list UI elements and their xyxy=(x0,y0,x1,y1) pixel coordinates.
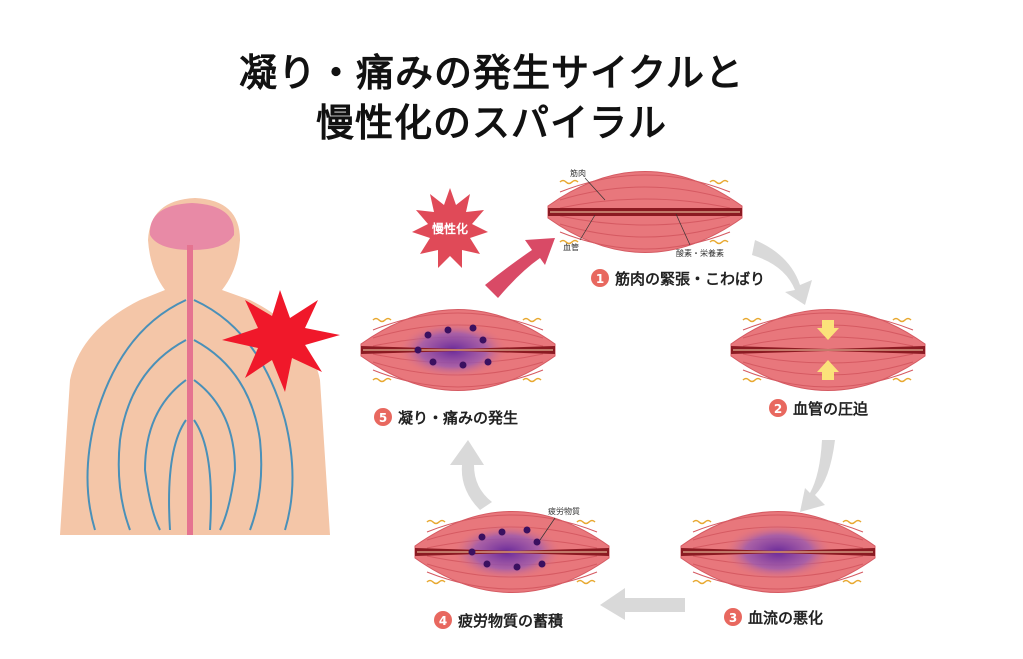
tension-mark xyxy=(576,519,596,525)
label-muscle: 筋肉 xyxy=(570,168,586,178)
step-label-5: 5 凝り・痛みの発生 xyxy=(374,408,518,427)
tension-mark xyxy=(522,377,542,383)
fatigue-particle xyxy=(484,358,492,366)
tension-mark xyxy=(522,317,542,323)
step-number: 4 xyxy=(439,614,447,628)
muscle-fiber xyxy=(692,514,864,533)
cycle-arrows xyxy=(450,240,835,620)
muscle-fiber xyxy=(559,174,731,193)
fatigue-particle xyxy=(429,358,437,366)
step-number-badge xyxy=(591,269,609,287)
muscle-step-4 xyxy=(414,511,610,593)
step-number: 3 xyxy=(729,611,737,625)
step-number-badge xyxy=(724,608,742,626)
label-oxygen: 酸素・栄養素 xyxy=(676,248,724,258)
arrow-3-4 xyxy=(600,588,685,620)
muscle-fiber xyxy=(559,198,731,209)
fatigue-particle xyxy=(523,526,531,534)
title-line-1: 凝り・痛みの発生サイクルと xyxy=(238,51,745,95)
nerves xyxy=(86,299,294,531)
fatigue-particle xyxy=(459,361,467,369)
arrow-1-2 xyxy=(752,240,812,305)
muscle-fiber xyxy=(372,312,544,331)
tension-mark xyxy=(742,317,762,323)
chronic-badge: 慢性化 xyxy=(412,188,488,268)
fatigue-particle xyxy=(538,560,546,568)
arrow-4-5 xyxy=(450,440,492,510)
tension-mark xyxy=(709,179,729,185)
step-text: 筋肉の緊張・こわばり xyxy=(614,270,765,288)
muscle-fiber xyxy=(426,571,598,590)
tension-mark xyxy=(372,377,392,383)
tension-mark xyxy=(842,579,862,585)
tension-mark xyxy=(559,179,579,185)
step-label-1: 1 筋肉の緊張・こわばり xyxy=(591,269,765,288)
fatigue-particle xyxy=(533,538,541,546)
label-vessel: 血管 xyxy=(563,242,579,252)
muscle-step-3 xyxy=(680,511,876,593)
fatigue-particle xyxy=(498,528,506,536)
muscle-fiber xyxy=(559,215,731,226)
tension-mark xyxy=(742,377,762,383)
fatigue-particle xyxy=(479,336,487,344)
step-number-badge xyxy=(769,399,787,417)
step-text: 血流の悪化 xyxy=(748,609,823,627)
fatigue-particle xyxy=(469,324,477,332)
step-label-2: 2 血管の圧迫 xyxy=(769,399,869,418)
label-fatigue: 疲労物質 xyxy=(548,506,580,516)
tension-mark xyxy=(426,519,446,525)
muscle-step-2 xyxy=(730,309,926,391)
tension-mark xyxy=(892,377,912,383)
tension-mark xyxy=(842,519,862,525)
chronic-arrow xyxy=(485,238,555,298)
tension-mark xyxy=(692,519,712,525)
step-text: 血管の圧迫 xyxy=(793,400,869,418)
fatigue-particle xyxy=(478,533,486,541)
fatigue-particle xyxy=(424,331,432,339)
pain-star-icon xyxy=(222,290,340,392)
brain-icon xyxy=(149,203,235,250)
fatigue-particle xyxy=(414,346,422,354)
human-body-figure xyxy=(60,198,330,535)
muscle-step-1 xyxy=(547,171,743,253)
step-label-4: 4 疲労物質の蓄積 xyxy=(434,611,564,630)
title-line-2: 慢性化のスパイラル xyxy=(315,101,667,145)
step-number-badge xyxy=(374,408,392,426)
muscle-fiber xyxy=(426,514,598,533)
muscle-fiber xyxy=(692,571,864,590)
tension-mark xyxy=(426,579,446,585)
step-number: 5 xyxy=(379,411,387,425)
step-text: 凝り・痛みの発生 xyxy=(398,409,518,427)
muscle-fiber xyxy=(559,186,731,201)
tension-mark xyxy=(709,239,729,245)
step-number: 2 xyxy=(774,402,782,416)
fatigue-particle xyxy=(468,548,476,556)
muscle-fiber xyxy=(372,369,544,388)
compression-arrow-down-icon xyxy=(817,320,839,340)
fatigue-particle xyxy=(513,563,521,571)
arrow-2-3 xyxy=(800,440,835,512)
tension-mark xyxy=(892,317,912,323)
tension-mark xyxy=(559,239,579,245)
fatigue-particle xyxy=(483,560,491,568)
step-number-badge xyxy=(434,611,452,629)
tension-mark xyxy=(692,579,712,585)
step-label-3: 3 血流の悪化 xyxy=(724,608,823,627)
compression-arrow-up-icon xyxy=(817,360,839,380)
chronic-label: 慢性化 xyxy=(432,221,468,236)
muscle-fiber xyxy=(559,223,731,238)
tension-mark xyxy=(576,579,596,585)
muscle-fiber xyxy=(742,312,914,331)
step-text: 疲労物質の蓄積 xyxy=(458,612,564,630)
step-number: 1 xyxy=(596,272,604,286)
muscle-step-5 xyxy=(360,309,556,391)
annotations xyxy=(539,177,691,541)
tension-mark xyxy=(372,317,392,323)
muscle-fiber xyxy=(742,369,914,388)
fatigue-particle xyxy=(444,326,452,334)
